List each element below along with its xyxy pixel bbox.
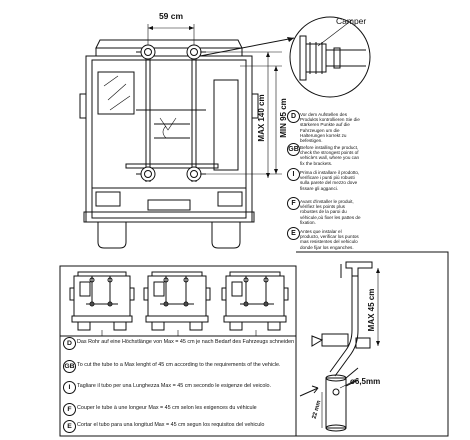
- instruction-bottom-i: Tagliare il tubo per una Lunghezza Max =…: [77, 383, 272, 389]
- lang-badge-d: D: [287, 110, 300, 123]
- lang-badge-bottom-gb: GB: [63, 360, 76, 373]
- small-camper-3: [221, 271, 289, 331]
- len-22-label: 22 mm: [312, 400, 323, 420]
- dimension-59cm: 59 cm: [147, 11, 195, 45]
- lang-badge-e: E: [287, 227, 300, 240]
- lang-badge-gb: GB: [287, 143, 300, 156]
- tube-cut-detail: MAX 45 cm ø6,5mm 22 mm: [296, 251, 449, 437]
- max-140-label: MAX 140 cm: [257, 94, 266, 141]
- instruction-top-e: Antes que instalar el producto, verifica…: [300, 229, 359, 250]
- instruction-top-gb: Before installing the product, check the…: [300, 145, 360, 166]
- width-label: 59 cm: [159, 11, 184, 21]
- vertical-dimensions: MAX 140 cm MIN 95 cm: [200, 51, 288, 178]
- lang-badge-bottom-d: D: [63, 337, 76, 350]
- camper-rear-view: [79, 39, 259, 249]
- small-camper-1: [69, 271, 135, 331]
- instruction-top-f: Avant d'installer le produit, vérifiez l…: [300, 199, 361, 225]
- instruction-top-i: Prima di installare il prodotto, verific…: [300, 170, 360, 191]
- lang-badge-bottom-f: F: [63, 403, 76, 416]
- instruction-bottom-d: Das Rohr auf eine Höchstlänge von Max = …: [77, 339, 295, 345]
- min-95-label: MIN 95 cm: [279, 98, 288, 138]
- diameter-label: ø6,5mm: [350, 377, 380, 386]
- instruction-top-d: Vor dem Aufstellen des Produkts kontroll…: [300, 112, 360, 144]
- instruction-bottom-f: Couper le tube à une longeur Max = 45 cm…: [77, 405, 257, 411]
- small-camper-2: [143, 271, 211, 331]
- camper-label: Camper: [336, 16, 366, 26]
- detail-zoom: Camper: [289, 16, 371, 98]
- detail-arrow: [199, 37, 295, 57]
- instruction-bottom-gb: To cut the tube to a Max lenght of 45 cm…: [77, 362, 281, 368]
- lang-badge-bottom-e: E: [63, 420, 76, 433]
- max-45-label: MAX 45 cm: [367, 289, 376, 332]
- lang-badge-bottom-i: I: [63, 381, 76, 394]
- instruction-bottom-e: Cortar el tubo para una longitud Max = 4…: [77, 422, 265, 428]
- lang-badge-f: F: [287, 197, 300, 210]
- lang-badge-i: I: [287, 168, 300, 181]
